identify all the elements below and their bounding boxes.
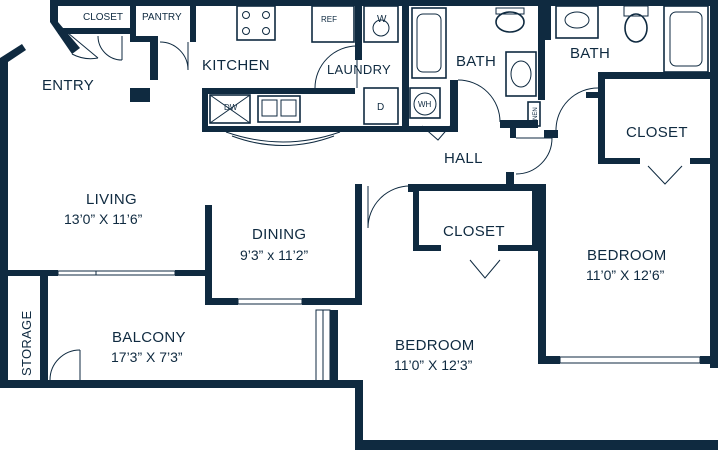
washer-label: W xyxy=(377,14,387,25)
bedroom1-dimensions: 11’0” X 12’6” xyxy=(586,267,665,283)
linen-closet xyxy=(527,101,541,127)
closet-bedroom2-label: CLOSET xyxy=(443,223,505,240)
dryer-label: D xyxy=(377,102,384,113)
bedroom2-dimensions: 11’0” X 12’3” xyxy=(394,357,473,373)
bathtub-icon xyxy=(411,7,447,79)
kitchen-sink-icon xyxy=(257,95,301,123)
entry-label: ENTRY xyxy=(42,77,94,94)
bath2-tub-icon xyxy=(663,5,709,73)
counter-edge xyxy=(225,131,341,143)
balcony-dimensions: 17’3” X 7’3” xyxy=(111,349,183,365)
fridge-icon xyxy=(311,5,355,43)
washer-icon xyxy=(363,5,399,43)
storage-label: STORAGE xyxy=(19,311,34,376)
ref-label: REF xyxy=(321,15,337,24)
closet-small-label: CLOSET xyxy=(83,12,123,23)
doors xyxy=(49,27,683,381)
linen-label: LINEN xyxy=(533,107,539,125)
laundry-label: LAUNDRY xyxy=(327,62,391,77)
water-heater-icon xyxy=(409,87,441,119)
water-heater-label: WH xyxy=(418,100,432,109)
room-labels: CLOSET PANTRY ENTRY KITCHEN LAUNDRY BATH… xyxy=(19,12,688,376)
dishwasher-icon xyxy=(209,94,251,124)
bath2-toilet-icon xyxy=(624,13,648,43)
fixture-labels: REF W D WH DW LINEN xyxy=(224,14,539,125)
bedroom2-label: BEDROOM xyxy=(395,337,475,354)
pantry-label: PANTRY xyxy=(142,12,182,23)
toilet-icon xyxy=(495,11,525,33)
closet-master-label: CLOSET xyxy=(626,124,688,141)
bath1-label: BATH xyxy=(456,53,496,70)
living-dimensions: 13’0” X 11’6” xyxy=(64,211,143,227)
living-label: LIVING xyxy=(86,191,137,208)
dryer-icon xyxy=(363,87,399,125)
bath-sink-icon xyxy=(505,51,537,97)
dining-label: DINING xyxy=(252,226,306,243)
dishwasher-label: DW xyxy=(224,103,238,112)
balcony-label: BALCONY xyxy=(112,329,186,346)
kitchen-label: KITCHEN xyxy=(202,57,270,74)
fixtures xyxy=(209,5,709,146)
windows xyxy=(57,270,701,448)
hall-label: HALL xyxy=(444,150,483,167)
dining-dimensions: 9’3” x 11’2” xyxy=(240,247,309,263)
bedroom1-label: BEDROOM xyxy=(587,247,667,264)
bath2-label: BATH xyxy=(570,45,610,62)
bath2-sink-icon xyxy=(555,5,599,39)
stove-icon xyxy=(236,5,276,41)
